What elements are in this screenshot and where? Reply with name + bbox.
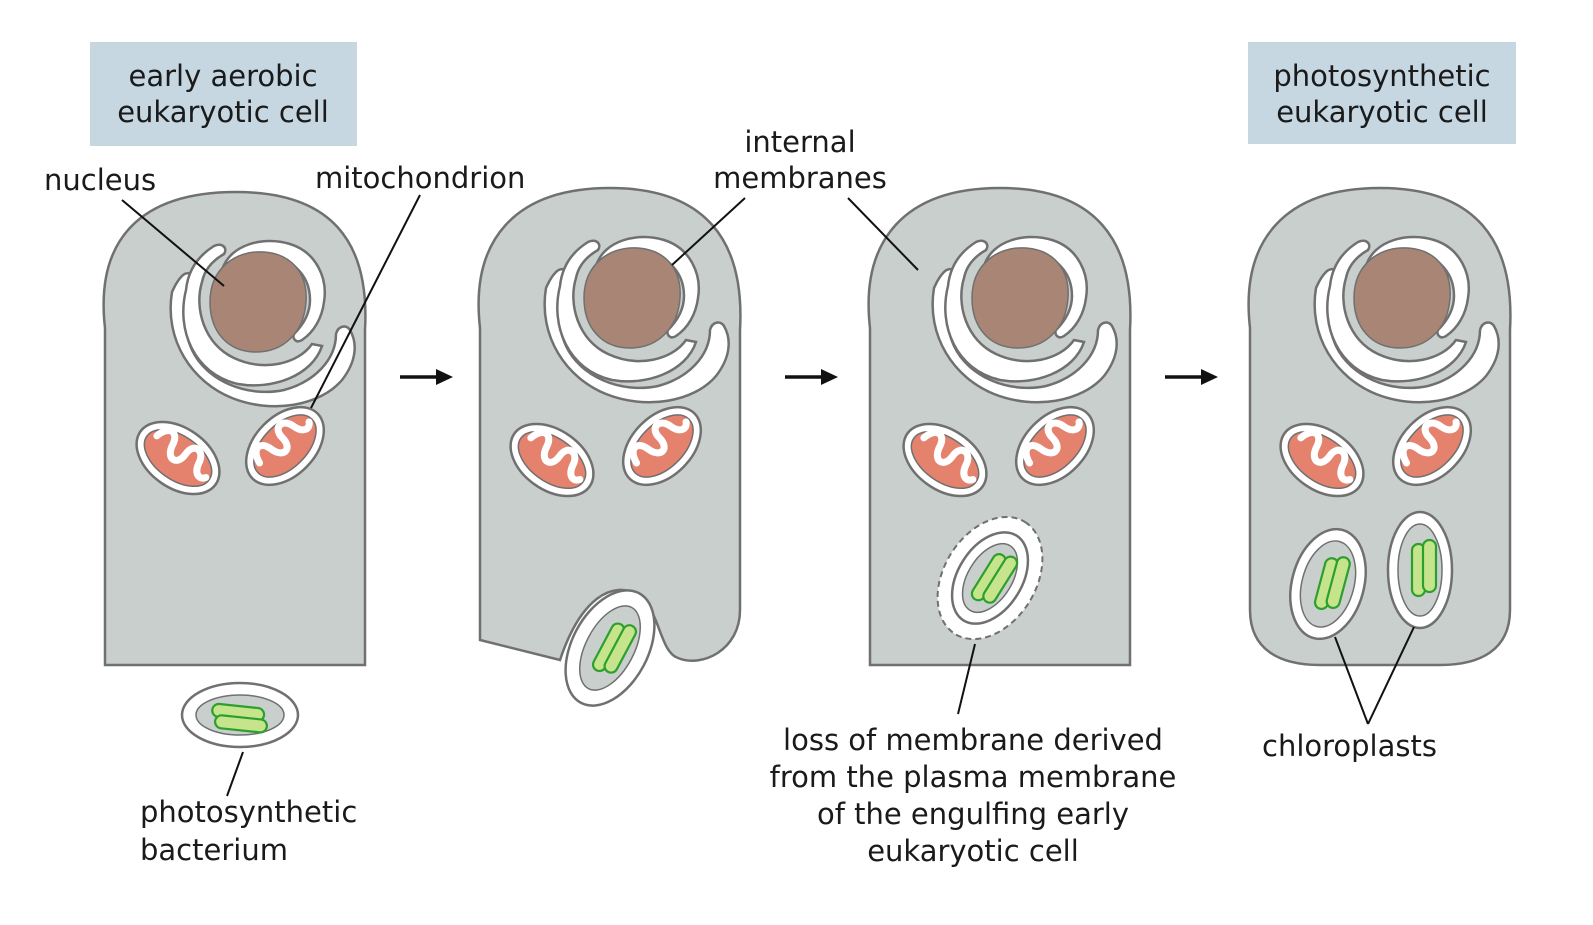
chloroplast-1: [1289, 527, 1367, 641]
label-mitochondrion: mitochondrion: [315, 161, 525, 195]
label-loss-line3: of the engulfing early: [817, 797, 1129, 831]
label-chloroplasts: chloroplasts: [1262, 729, 1437, 763]
leader-lines: [121, 194, 1415, 797]
title-box-left: early aerobic eukaryotic cell: [90, 42, 357, 146]
cell-photosynthetic: [1247, 186, 1512, 667]
label-nucleus: nucleus: [44, 163, 156, 197]
chloroplast-2: [1386, 510, 1454, 630]
title-left-line2: eukaryotic cell: [117, 95, 329, 129]
label-photosynthetic-bacterium-line2: bacterium: [140, 833, 288, 867]
label-photosynthetic-bacterium-line1: photosynthetic: [140, 795, 357, 829]
title-right-line2: eukaryotic cell: [1276, 95, 1488, 129]
label-internal-membranes-line1: internal: [744, 125, 855, 159]
right-arrow-icon: [785, 369, 838, 385]
engulfed-bacterium-degrading: [936, 515, 1044, 641]
cell-engulfing: [477, 186, 742, 707]
label-loss-line4: eukaryotic cell: [867, 834, 1079, 868]
engulfed-bacterium: [564, 589, 656, 707]
right-arrow-icon: [400, 369, 453, 385]
label-internal-membranes-line2: membranes: [713, 161, 887, 195]
cell-intermediate: [867, 186, 1132, 667]
title-right-line1: photosynthetic: [1273, 59, 1490, 93]
right-arrow-icon: [1165, 369, 1218, 385]
label-loss-line1: loss of membrane derived: [783, 723, 1163, 757]
cell-early-aerobic: [102, 190, 367, 667]
title-left-line1: early aerobic: [128, 59, 317, 93]
title-box-right: photosynthetic eukaryotic cell: [1248, 42, 1516, 144]
label-loss-line2: from the plasma membrane: [770, 760, 1177, 794]
photosynthetic-bacterium: [180, 681, 300, 749]
